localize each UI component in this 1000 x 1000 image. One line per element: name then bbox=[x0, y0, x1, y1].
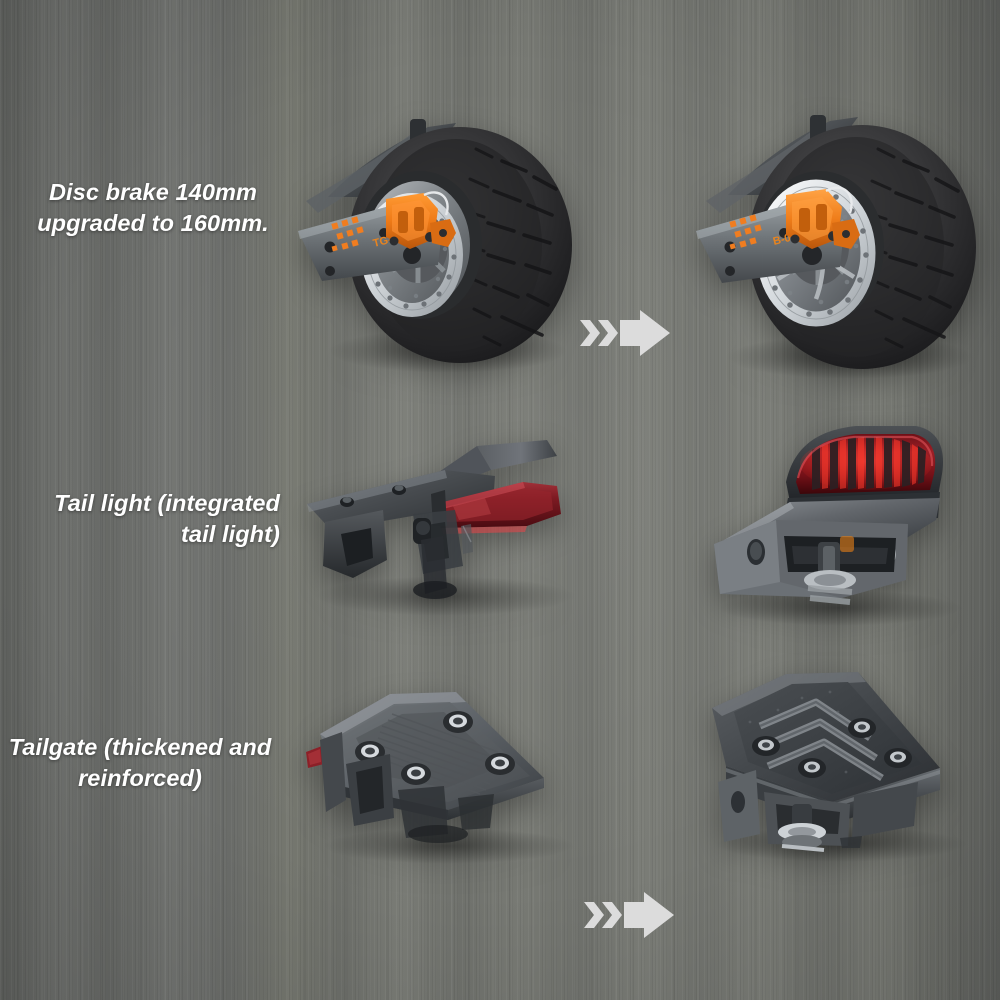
bolt-group-after bbox=[752, 718, 912, 778]
image-brake-before-140mm: TG-B bbox=[298, 119, 572, 373]
image-brake-after-160mm: B-01 bbox=[696, 115, 976, 379]
image-taillight-before-separate bbox=[307, 440, 575, 616]
comparison-row-brake: Disc brake 140mm upgraded to 160mm. bbox=[0, 95, 1000, 395]
caption-tailgate: Tailgate (thickened and reinforced) bbox=[8, 734, 272, 791]
comparison-row-tailgate: Tailgate (thickened and reinforced) bbox=[0, 650, 1000, 885]
image-taillight-after-integrated bbox=[714, 426, 962, 626]
caption-taillight: Tail light (integrated tail light) bbox=[54, 490, 280, 547]
image-tailgate-after-reinforced bbox=[712, 672, 966, 862]
upgrade-arrow-taillight bbox=[584, 892, 674, 938]
caption-brake: Disc brake 140mm upgraded to 160mm. bbox=[37, 179, 269, 236]
image-tailgate-before-thin bbox=[306, 692, 574, 864]
comparison-row-taillight: Tail light (integrated tail light) bbox=[0, 400, 1000, 938]
upgrade-arrow-brake bbox=[580, 310, 670, 356]
